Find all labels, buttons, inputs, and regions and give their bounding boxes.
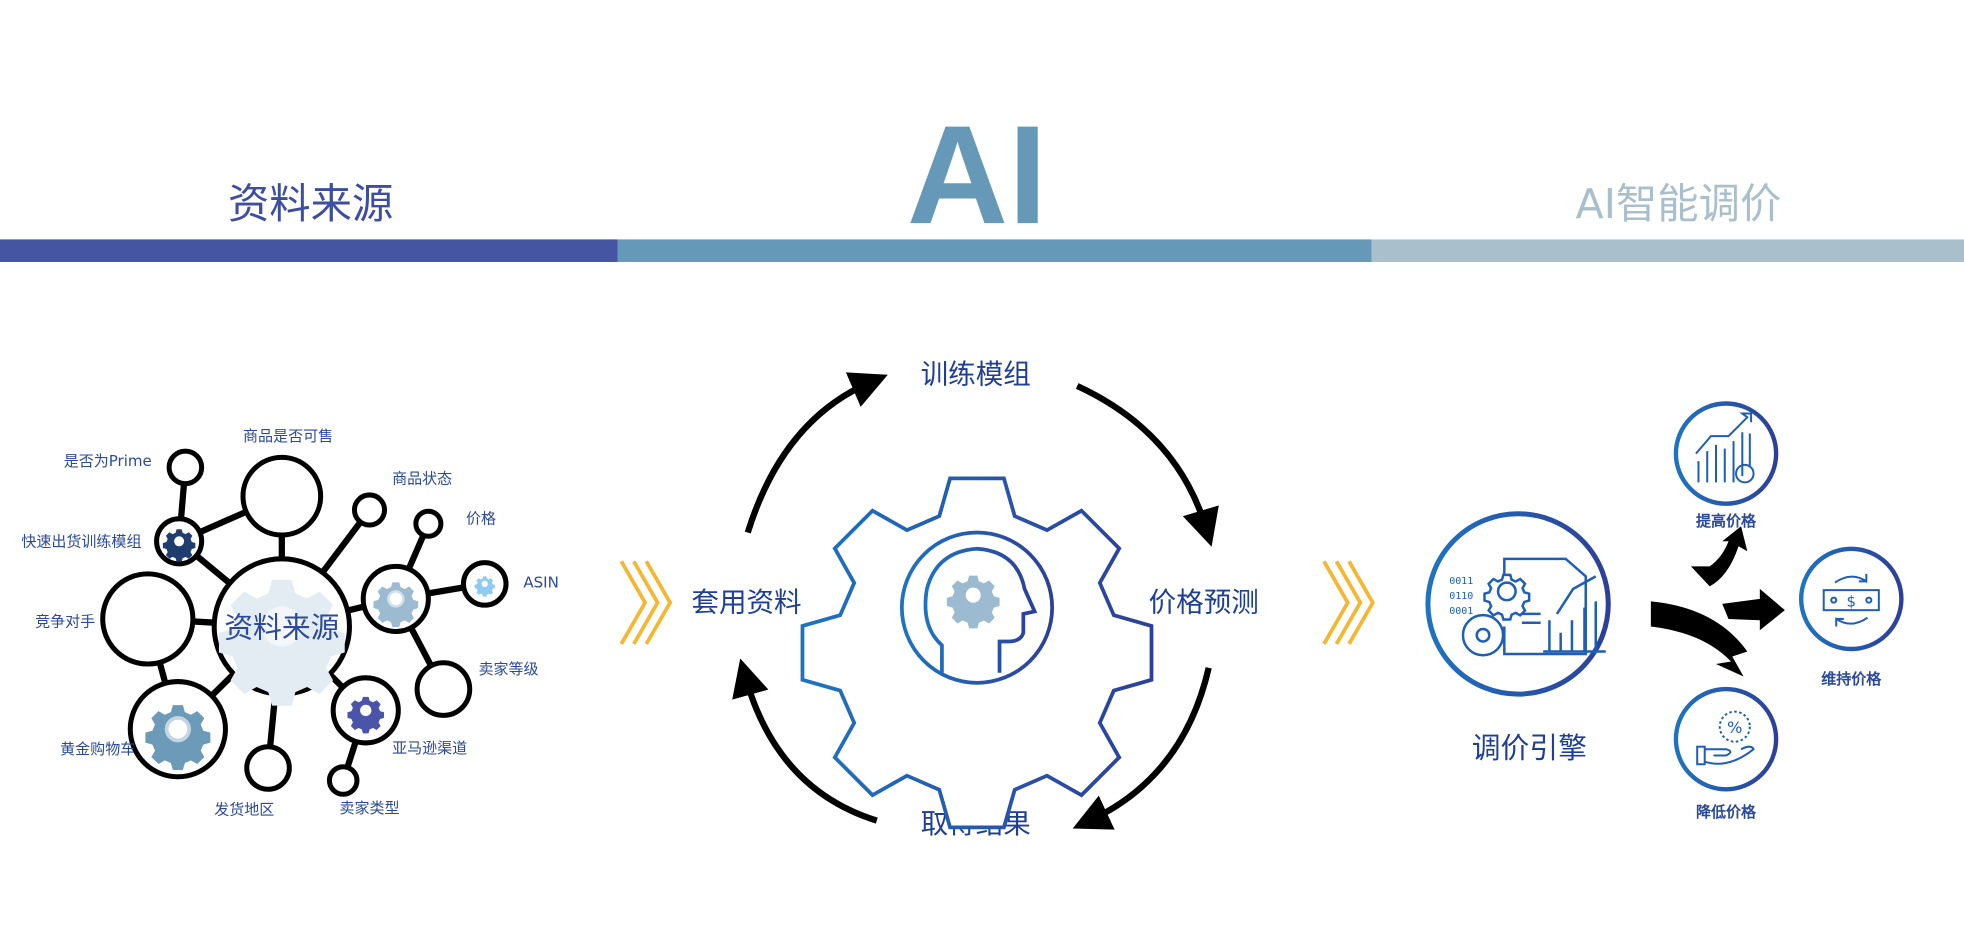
label-fast-shipping: 快速出货训练模组 bbox=[21, 532, 141, 550]
binary-line: 0001 bbox=[1449, 606, 1473, 617]
node-competitor bbox=[100, 571, 196, 667]
cycle-arrows bbox=[732, 372, 1219, 830]
bar-ai bbox=[617, 239, 1372, 262]
center-label: 资料来源 bbox=[224, 611, 339, 645]
label-competitor: 竞争对手 bbox=[35, 612, 95, 630]
svg-text:%: % bbox=[1727, 718, 1742, 737]
outcome-label: 降低价格 bbox=[1696, 803, 1757, 821]
node-price bbox=[413, 508, 444, 539]
ai-brain-gear-icon bbox=[802, 478, 1151, 827]
label-seller-rank: 卖家等级 bbox=[479, 660, 539, 678]
bar-data-sources bbox=[0, 239, 618, 262]
analytics-report-icon: 0011 0110 0001 bbox=[1449, 557, 1606, 657]
cycle-price-predict: 价格预测 bbox=[1149, 586, 1259, 618]
node-seller-rank bbox=[414, 660, 473, 718]
label-ship-region: 发货地区 bbox=[214, 800, 274, 818]
discount-hand-icon: % bbox=[1696, 710, 1755, 766]
pricing-engine-label: 调价引擎 bbox=[1472, 731, 1587, 765]
cycle-train-model: 训练模组 bbox=[921, 358, 1031, 390]
cycle-apply-data: 套用资料 bbox=[691, 586, 801, 618]
node-ship-region bbox=[244, 744, 292, 792]
node-seller-type bbox=[326, 764, 360, 797]
label-asin: ASIN bbox=[523, 574, 558, 592]
outcome-label: 维持价格 bbox=[1821, 670, 1882, 688]
node-sellable bbox=[240, 454, 324, 538]
chevron-icon bbox=[619, 560, 673, 645]
label-status: 商品状态 bbox=[392, 470, 452, 488]
chevron-icon bbox=[1322, 560, 1375, 645]
label-price: 价格 bbox=[466, 510, 496, 528]
outcome-raise-price: 提高价格 bbox=[1673, 401, 1779, 530]
node-prime bbox=[166, 448, 205, 487]
label-sellable: 商品是否可售 bbox=[243, 427, 333, 445]
node-status bbox=[351, 492, 388, 528]
money-exchange-icon: $ bbox=[1822, 573, 1880, 627]
binary-line: 0110 bbox=[1449, 591, 1473, 602]
title-ai: AI bbox=[907, 96, 1047, 253]
branch-arrows-icon bbox=[1650, 526, 1785, 677]
rising-chart-icon bbox=[1695, 412, 1755, 484]
title-data-sources: 资料来源 bbox=[228, 180, 393, 228]
title-ai-pricing: AI智能调价 bbox=[1576, 180, 1782, 228]
label-buybox: 黄金购物车 bbox=[60, 740, 135, 758]
label-seller-type: 卖家类型 bbox=[339, 799, 399, 817]
binary-line: 0011 bbox=[1449, 576, 1473, 587]
outcome-keep-price: $ 维持价格 bbox=[1798, 546, 1904, 688]
outcome-lower-price: % 降低价格 bbox=[1673, 686, 1779, 821]
outcome-label: 提高价格 bbox=[1696, 512, 1757, 530]
svg-text:$: $ bbox=[1846, 592, 1856, 610]
label-amazon-channel: 亚马逊渠道 bbox=[392, 739, 467, 757]
label-prime: 是否为Prime bbox=[64, 452, 152, 470]
bar-ai-pricing bbox=[1371, 239, 1964, 262]
